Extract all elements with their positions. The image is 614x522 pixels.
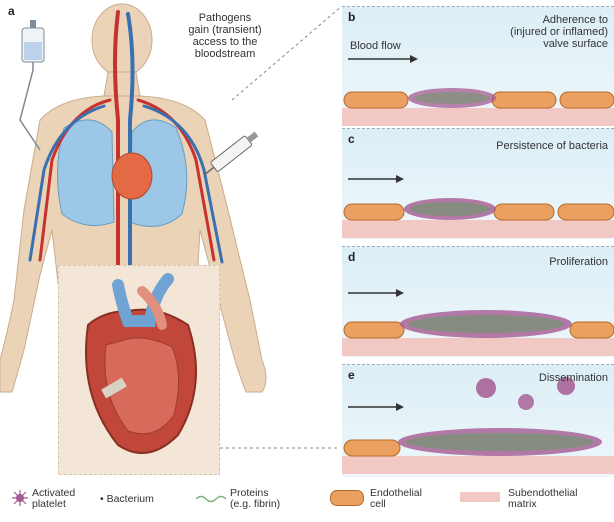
- platelet-legend-icon: [12, 490, 28, 506]
- panel-b-vessel-wall: [342, 86, 614, 126]
- panel-e-caption: Dissemination: [480, 372, 608, 384]
- endothelial-legend-label: Endothelial cell: [370, 488, 422, 510]
- proteins-legend-label: Proteins (e.g. fibrin): [230, 488, 280, 510]
- panel-b-caption-line: valve surface: [470, 38, 608, 50]
- proteins-legend-icon: [196, 494, 226, 504]
- panel-e-vessel-wall: [342, 428, 614, 474]
- panel-a-caption: Pathogens gain (transient) access to the…: [160, 12, 290, 60]
- panel-d-caption: Proliferation: [480, 256, 608, 268]
- panel-b-blood-flow-arrow: [348, 54, 418, 64]
- panel-c-caption: Persistence of bacteria: [440, 140, 608, 152]
- subendothelial-legend-label: Subendothelial matrix: [508, 488, 577, 510]
- panel-d-vessel-wall: [342, 310, 614, 356]
- panel-a-caption-line: bloodstream: [160, 48, 290, 60]
- panel-a-caption-line: gain (transient): [160, 24, 290, 36]
- panel-c-blood-flow-arrow: [348, 174, 404, 184]
- panel-e-blood-flow-arrow: [348, 402, 404, 412]
- panel-e-label: e: [348, 368, 355, 382]
- subendothelial-legend-line: matrix: [508, 499, 577, 510]
- panel-b-label: b: [348, 10, 355, 24]
- subendothelial-legend-swatch: [460, 492, 500, 502]
- panel-b-caption-line: (injured or inflamed): [470, 26, 608, 38]
- panel-a-caption-line: Pathogens: [160, 12, 290, 24]
- bacterium-legend-label: • Bacterium: [100, 494, 154, 505]
- panel-c-label: c: [348, 132, 355, 146]
- panel-b-caption: Adherence to (injured or inflamed) valve…: [470, 14, 608, 50]
- panel-a-caption-line: access to the: [160, 36, 290, 48]
- endothelial-legend-line: cell: [370, 499, 422, 510]
- panel-b-caption-line: Adherence to: [470, 14, 608, 26]
- heart-inset: [58, 265, 220, 475]
- panel-b-flow-label: Blood flow: [350, 40, 401, 52]
- panel-d-blood-flow-arrow: [348, 288, 404, 298]
- platelet-legend-line: platelet: [32, 499, 75, 510]
- platelet-legend-label: Activated platelet: [32, 488, 75, 510]
- panel-c-vessel-wall: [342, 198, 614, 238]
- chest-heart: [112, 153, 152, 199]
- proteins-legend-line: (e.g. fibrin): [230, 499, 280, 510]
- endothelial-legend-swatch: [330, 490, 364, 506]
- panel-d-label: d: [348, 250, 355, 264]
- panel-a-label: a: [8, 4, 15, 18]
